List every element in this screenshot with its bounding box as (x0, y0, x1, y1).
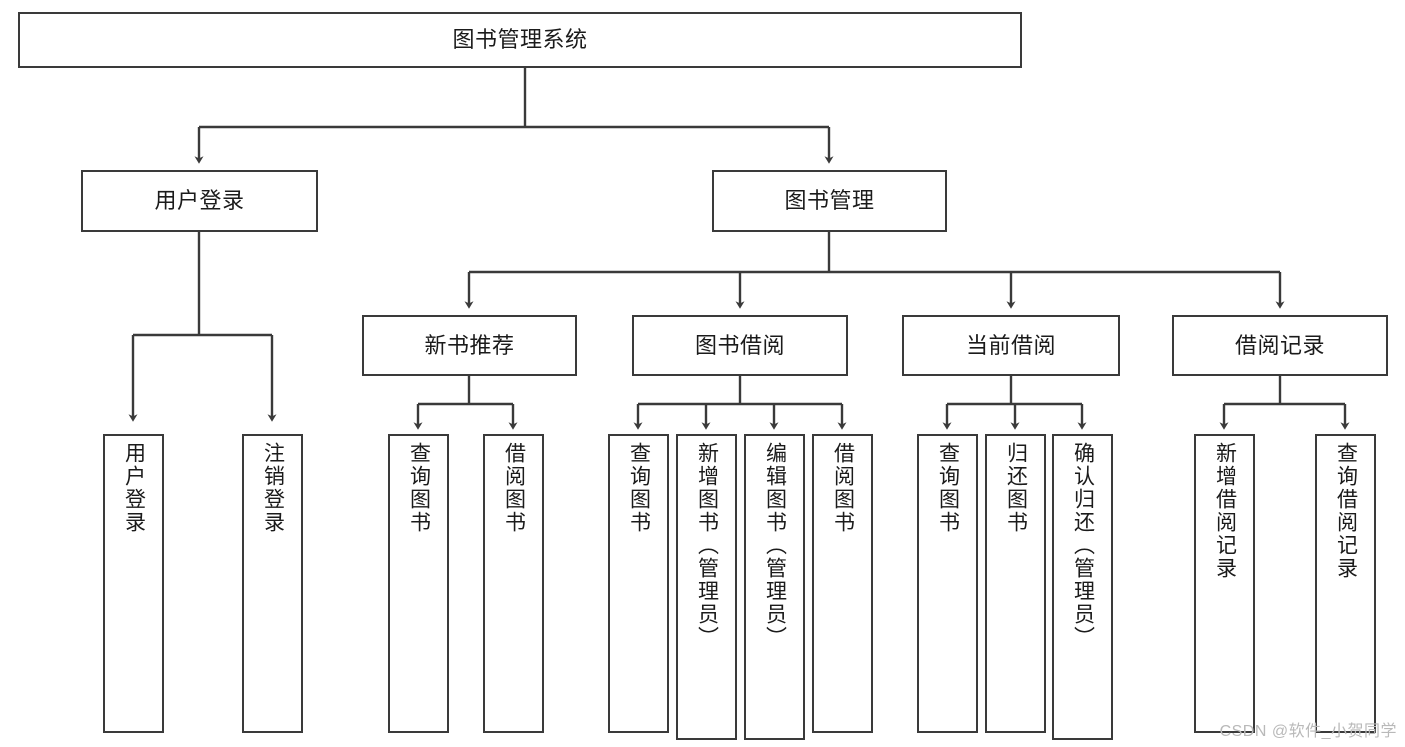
node-label: 查询借阅记录 (1334, 442, 1358, 580)
node-label: 用户登录 (154, 188, 245, 214)
node-label: 查询图书 (407, 442, 431, 534)
node-book-borrow[interactable]: 图书借阅 (632, 315, 848, 376)
node-leaf-add-book-admin[interactable]: 新增图书（管理员） (676, 434, 737, 740)
node-leaf-query-book-recommend[interactable]: 查询图书 (388, 434, 449, 733)
node-leaf-query-book-current[interactable]: 查询图书 (917, 434, 978, 733)
node-leaf-logout[interactable]: 注销登录 (242, 434, 303, 733)
node-label: 查询图书 (627, 442, 651, 534)
node-leaf-add-borrow-record[interactable]: 新增借阅记录 (1194, 434, 1255, 733)
node-label: 归还图书 (1004, 442, 1028, 534)
node-label: 图书借阅 (694, 332, 785, 358)
node-leaf-user-login[interactable]: 用户登录 (103, 434, 164, 733)
node-leaf-query-book-borrow[interactable]: 查询图书 (608, 434, 669, 733)
node-label: 新增图书（管理员） (695, 442, 719, 649)
node-root-system[interactable]: 图书管理系统 (18, 12, 1022, 68)
node-borrow-record[interactable]: 借阅记录 (1172, 315, 1388, 376)
node-label: 借阅图书 (831, 442, 855, 534)
node-leaf-borrow-book[interactable]: 借阅图书 (812, 434, 873, 733)
node-leaf-borrow-book-recommend[interactable]: 借阅图书 (483, 434, 544, 733)
node-label: 确认归还（管理员） (1071, 442, 1095, 649)
node-label: 当前借阅 (965, 332, 1056, 358)
node-user-login[interactable]: 用户登录 (81, 170, 318, 232)
node-label: 图书管理 (784, 188, 875, 214)
node-label: 编辑图书（管理员） (763, 442, 787, 649)
node-label: 查询图书 (936, 442, 960, 534)
node-label: 借阅记录 (1234, 332, 1325, 358)
node-label: 用户登录 (122, 442, 146, 534)
node-label: 新增借阅记录 (1213, 442, 1237, 580)
node-book-management[interactable]: 图书管理 (712, 170, 947, 232)
node-label: 注销登录 (261, 442, 285, 534)
node-leaf-confirm-return-admin[interactable]: 确认归还（管理员） (1052, 434, 1113, 740)
node-label: 新书推荐 (424, 332, 515, 358)
node-label: 图书管理系统 (452, 27, 588, 53)
node-current-borrow[interactable]: 当前借阅 (902, 315, 1120, 376)
node-leaf-query-borrow-record[interactable]: 查询借阅记录 (1315, 434, 1376, 733)
node-label: 借阅图书 (502, 442, 526, 534)
node-leaf-edit-book-admin[interactable]: 编辑图书（管理员） (744, 434, 805, 740)
node-new-book-recommend[interactable]: 新书推荐 (362, 315, 577, 376)
node-leaf-return-book[interactable]: 归还图书 (985, 434, 1046, 733)
